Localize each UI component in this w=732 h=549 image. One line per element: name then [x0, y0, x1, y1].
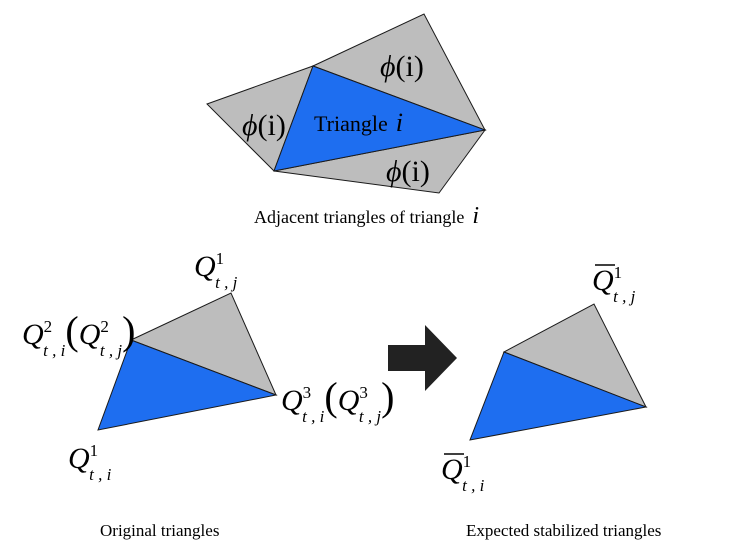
caption-stabilized-triangles: Expected stabilized triangles: [466, 521, 661, 540]
phi-label-top: ϕ(i): [380, 50, 424, 83]
phi-label-left: ϕ(i): [242, 109, 286, 142]
caption-original-triangles: Original triangles: [100, 521, 219, 540]
original-triangle-i: [97, 339, 278, 431]
phi-label-bottom: ϕ(i): [386, 155, 430, 188]
arrow-shape: [388, 325, 457, 391]
right-arrow-icon: [388, 325, 457, 391]
stabilized-triangle-i: [469, 351, 648, 441]
center-triangle-i: [273, 65, 487, 172]
